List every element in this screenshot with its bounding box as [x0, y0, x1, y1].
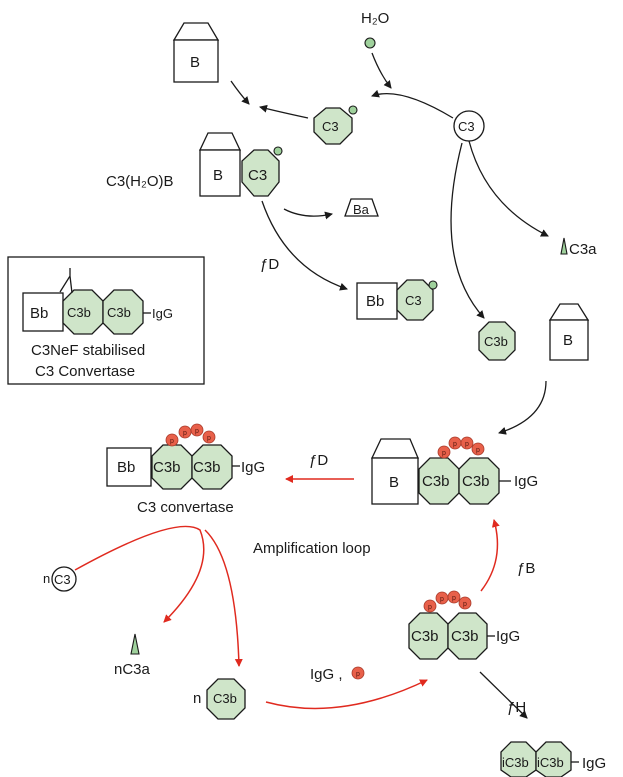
ic3b2-label: iC3b	[537, 755, 564, 770]
bb-c3-bb-label: Bb	[366, 293, 384, 310]
c3b-dimer-igg: C3b C3b IgG p p p p	[408, 590, 520, 660]
b-c3b-igg-complex: B C3b C3b IgG p p p p	[370, 436, 538, 505]
ic3b-igg-label: IgG	[582, 755, 606, 772]
nc3a-label: nC3a	[114, 661, 151, 678]
dimer-p4: p	[463, 601, 467, 608]
ba-label: Ba	[353, 202, 370, 217]
bc3b-p1: p	[442, 450, 446, 457]
arrow-c3-to-c3hydro	[371, 89, 454, 119]
dimer-c3b1-label: C3b	[411, 628, 439, 645]
c3-hydrolysed-pin	[348, 105, 358, 115]
bc3b-p3: p	[465, 441, 469, 448]
n-c3b-prefix: n	[193, 690, 201, 707]
c3nef-c3b1-label: C3b	[67, 305, 91, 320]
arrow-red-c3-to-c3b	[204, 529, 243, 667]
conv-igg-label: IgG	[241, 459, 265, 476]
igg-p-dot	[351, 666, 365, 680]
dimer-igg-label: IgG	[496, 628, 520, 645]
conv-p2: p	[183, 430, 187, 437]
bc3b-c3b1-label: C3b	[422, 473, 450, 490]
arrow-red-fb	[480, 519, 500, 592]
arrow-c3-to-c3a	[468, 140, 549, 237]
conv-bb-label: Bb	[117, 459, 135, 476]
fb-label: ƒB	[517, 560, 535, 577]
factor-b-top: B	[172, 22, 220, 83]
c3nef-caption-1: C3NeF stabilised	[31, 342, 145, 359]
nc3a-fragment	[130, 633, 140, 655]
arrow-complex-to-bbc3	[261, 200, 348, 291]
dimer-p1: p	[428, 604, 432, 611]
arrow-c3hydro-to-complex	[259, 104, 309, 119]
c3-convertase-label: C3 convertase	[137, 499, 234, 516]
bc3b-c3b2-label: C3b	[462, 473, 490, 490]
arrow-b-to-bc3b	[498, 380, 547, 435]
factor-b-right-label: B	[563, 332, 573, 349]
igg-comma-label: IgG ,	[310, 666, 343, 683]
arrow-complex-to-ba	[283, 208, 333, 220]
c3-hydrolysed-label: C3	[322, 119, 339, 134]
ic3b1-label: iC3b	[502, 755, 529, 770]
c3a-label: C3a	[569, 241, 597, 258]
bc3b-p2: p	[453, 441, 457, 448]
c3b-right	[478, 321, 516, 361]
bc3b-p4: p	[476, 447, 480, 454]
c3h2ob-b-label: B	[213, 167, 223, 184]
bc3b-b-label: B	[389, 474, 399, 491]
arrow-red-c3b-to-dimer	[265, 679, 428, 710]
c3h2ob-c3-label: C3	[248, 167, 267, 184]
bb-c3-c3-label: C3	[405, 293, 422, 308]
c3nef-legend-box: Bb C3b C3b IgG C3NeF stabilised C3 Conve…	[7, 256, 205, 385]
factor-b-top-label: B	[190, 54, 200, 71]
c3h2ob-label: C3(H₂O)B	[106, 173, 174, 190]
arrow-b-to-complex	[230, 80, 250, 105]
conv-p3: p	[195, 428, 199, 435]
c3-hydrolysed	[313, 107, 353, 145]
c3-native-label: C3	[458, 119, 475, 134]
c3b-right-label: C3b	[484, 334, 508, 349]
conv-p4: p	[207, 435, 211, 442]
igg-p-dot-label: p	[356, 671, 360, 678]
fd-label-mid: ƒD	[309, 452, 328, 469]
h2o-label: H₂O	[361, 10, 389, 27]
arrow-red-c3-to-c3a	[74, 525, 205, 623]
c3-convertase: Bb C3b C3b IgG p p p p	[106, 423, 265, 490]
dimer-c3b2-label: C3b	[451, 628, 479, 645]
bb-c3-complex: Bb C3	[356, 279, 438, 321]
dimer-p3: p	[452, 595, 456, 602]
c3nef-igg-label: IgG	[152, 306, 173, 321]
c3nef-caption-2: C3 Convertase	[35, 363, 135, 380]
dimer-p2: p	[440, 596, 444, 603]
n-c3-label: C3	[54, 572, 71, 587]
ba-fragment: Ba	[344, 198, 379, 217]
arrow-h2o-down	[371, 52, 392, 89]
n-c3-circle	[51, 566, 77, 592]
amplification-loop-label: Amplification loop	[253, 540, 371, 557]
c3h2ob-complex: B C3	[198, 132, 283, 197]
conv-c3b1-label: C3b	[153, 459, 181, 476]
ic3b-dimer-igg: iC3b iC3b IgG	[500, 741, 606, 777]
c3nef-bb-label: Bb	[30, 305, 48, 322]
c3nef-c3b2-label: C3b	[107, 305, 131, 320]
c3a-fragment: C3a	[560, 237, 597, 258]
arrow-c3-to-c3b	[450, 142, 485, 319]
fd-label-top: ƒD	[260, 256, 279, 273]
arrow-fh	[479, 671, 528, 719]
n-c3-prefix: n	[43, 571, 50, 586]
n-c3b-label: C3b	[213, 691, 237, 706]
factor-b-right: B	[548, 303, 590, 361]
n-c3b-octagon	[206, 678, 246, 720]
water-dot	[364, 37, 376, 49]
conv-c3b2-label: C3b	[193, 459, 221, 476]
bc3b-igg-label: IgG	[514, 473, 538, 490]
conv-p1: p	[170, 438, 174, 445]
